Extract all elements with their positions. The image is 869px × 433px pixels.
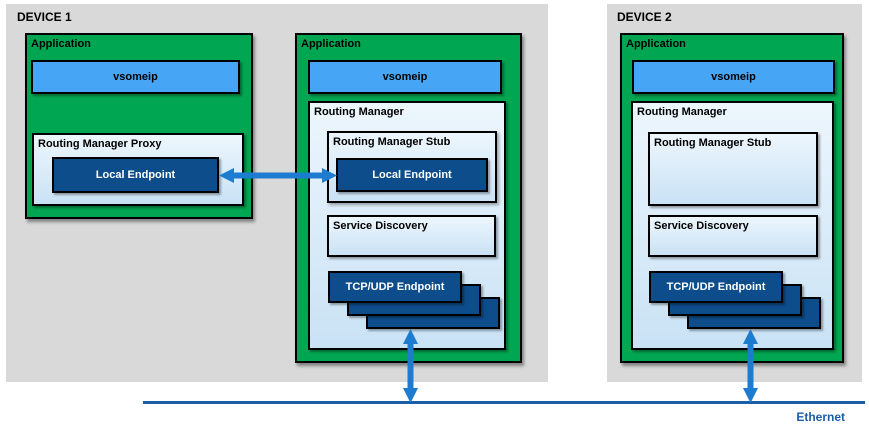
local-endpoint-box: Local Endpoint [52,157,219,193]
routing-manager-stub-label: Routing Manager Stub [333,136,451,148]
application-label: Application [626,38,686,50]
service-discovery-box: Service Discovery [648,215,818,257]
device2-panel: DEVICE 2 Application vsomeip Routing Man… [607,4,862,382]
routing-manager-stub-label: Routing Manager Stub [654,137,772,149]
routing-manager-label: Routing Manager [314,106,404,118]
routing-manager-proxy-label: Routing Manager Proxy [38,138,162,150]
vsomeip-box: vsomeip [31,60,240,94]
vsomeip-box: vsomeip [308,60,502,94]
ethernet-label: Ethernet [796,410,845,424]
service-discovery-box: Service Discovery [327,215,496,257]
device2-application-box: Application vsomeip Routing Manager Rout… [620,33,844,363]
routing-manager-box: Routing Manager Routing Manager Stub Loc… [308,101,506,350]
routing-manager-box: Routing Manager Routing Manager Stub Ser… [631,101,834,350]
ethernet-bus-line [143,401,865,404]
device1-application-left-box: Application vsomeip Routing Manager Prox… [25,33,253,219]
tcp-udp-endpoint-box-front: TCP/UDP Endpoint [328,271,462,303]
device1-title: DEVICE 1 [17,10,72,24]
local-endpoint-box: Local Endpoint [336,158,488,192]
vsomeip-box: vsomeip [632,60,835,94]
device1-application-right-box: Application vsomeip Routing Manager Rout… [295,33,522,363]
routing-manager-stub-box: Routing Manager Stub [648,132,818,206]
device1-panel: DEVICE 1 Application vsomeip Routing Man… [6,4,548,382]
routing-manager-proxy-box: Routing Manager Proxy Local Endpoint [32,133,244,206]
tcp-udp-endpoint-box-front: TCP/UDP Endpoint [649,271,783,303]
ipc-arrow-icon [219,168,337,183]
service-discovery-label: Service Discovery [333,220,428,232]
device2-network-arrow-icon [743,329,758,403]
routing-manager-stub-box: Routing Manager Stub Local Endpoint [327,131,497,203]
routing-manager-label: Routing Manager [637,106,727,118]
application-label: Application [31,38,91,50]
device2-title: DEVICE 2 [617,10,672,24]
service-discovery-label: Service Discovery [654,220,749,232]
device1-network-arrow-icon [403,329,418,403]
application-label: Application [301,38,361,50]
